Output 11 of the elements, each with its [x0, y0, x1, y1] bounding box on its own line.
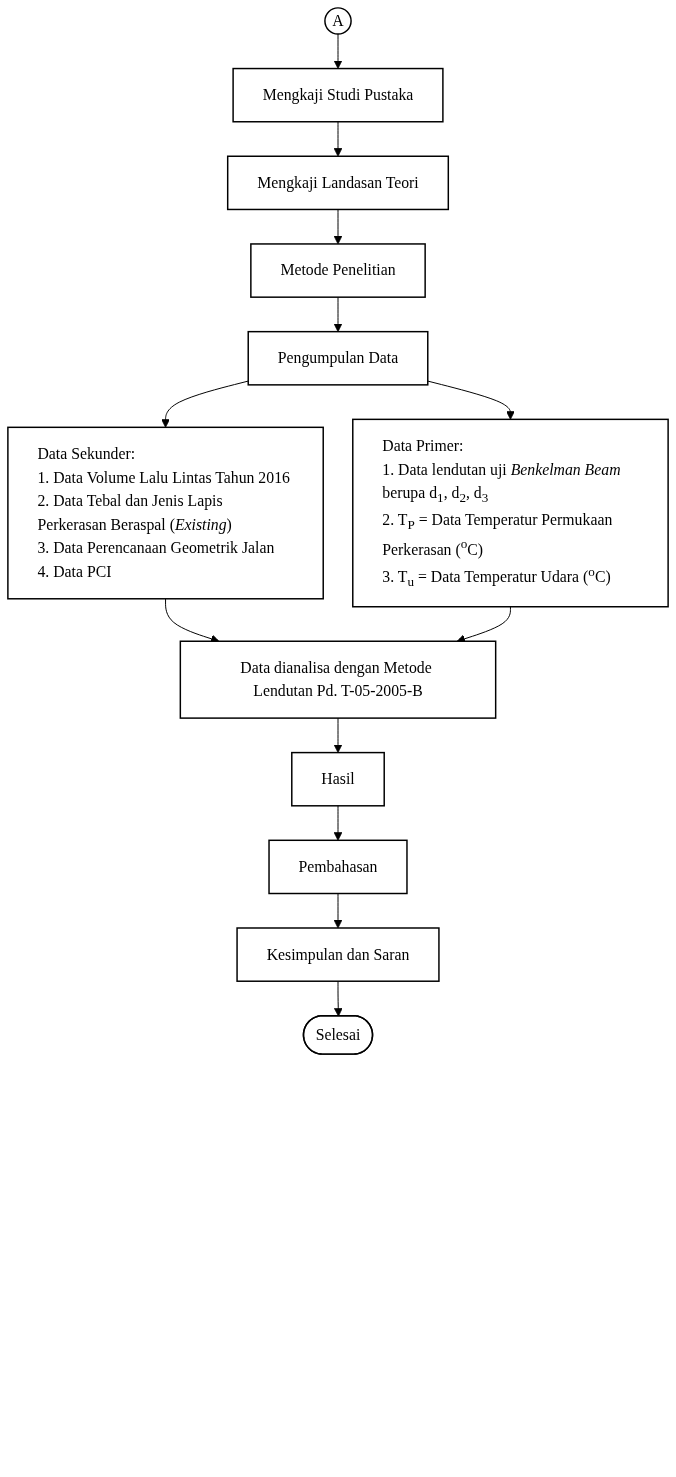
node-box: Data Primer: 1. Data lendutan uji Benkelman Beam berupa d$_{1}$, d$_{2}$, d$_{3}$ 2. T$_{P}$ = Data Temperatur Permukaan Perkerasan ($^{o}$C) 3. T$_{u}$ = Data Temperatur Udara ($^{o}$C) [352, 418, 669, 608]
node-box: Mengkaji Studi Pustaka [232, 67, 444, 123]
node-box: Data dianalisa dengan Metode Lendutan Pd. T-05-2005-B [179, 640, 497, 719]
node-circle: A [324, 7, 352, 35]
node-box: Mengkaji Landasan Teori [226, 155, 450, 211]
node-box: Pembahasan [268, 839, 408, 895]
node-box: Kesimpulan dan Saran [236, 927, 440, 982]
node-box: Metode Penelitian [250, 243, 426, 298]
node-box: Pengumpulan Data [247, 330, 429, 386]
node-box: Hasil [291, 751, 385, 807]
node-box: Data Sekunder: 1. Data Volume Lalu Lintas Tahun 2016 2. Data Tebal dan Jenis Lapis Perkerasan Beraspal (Existing) 3. Data Perencanaan Geometrik Jalan 4. Data PCI [7, 426, 324, 600]
